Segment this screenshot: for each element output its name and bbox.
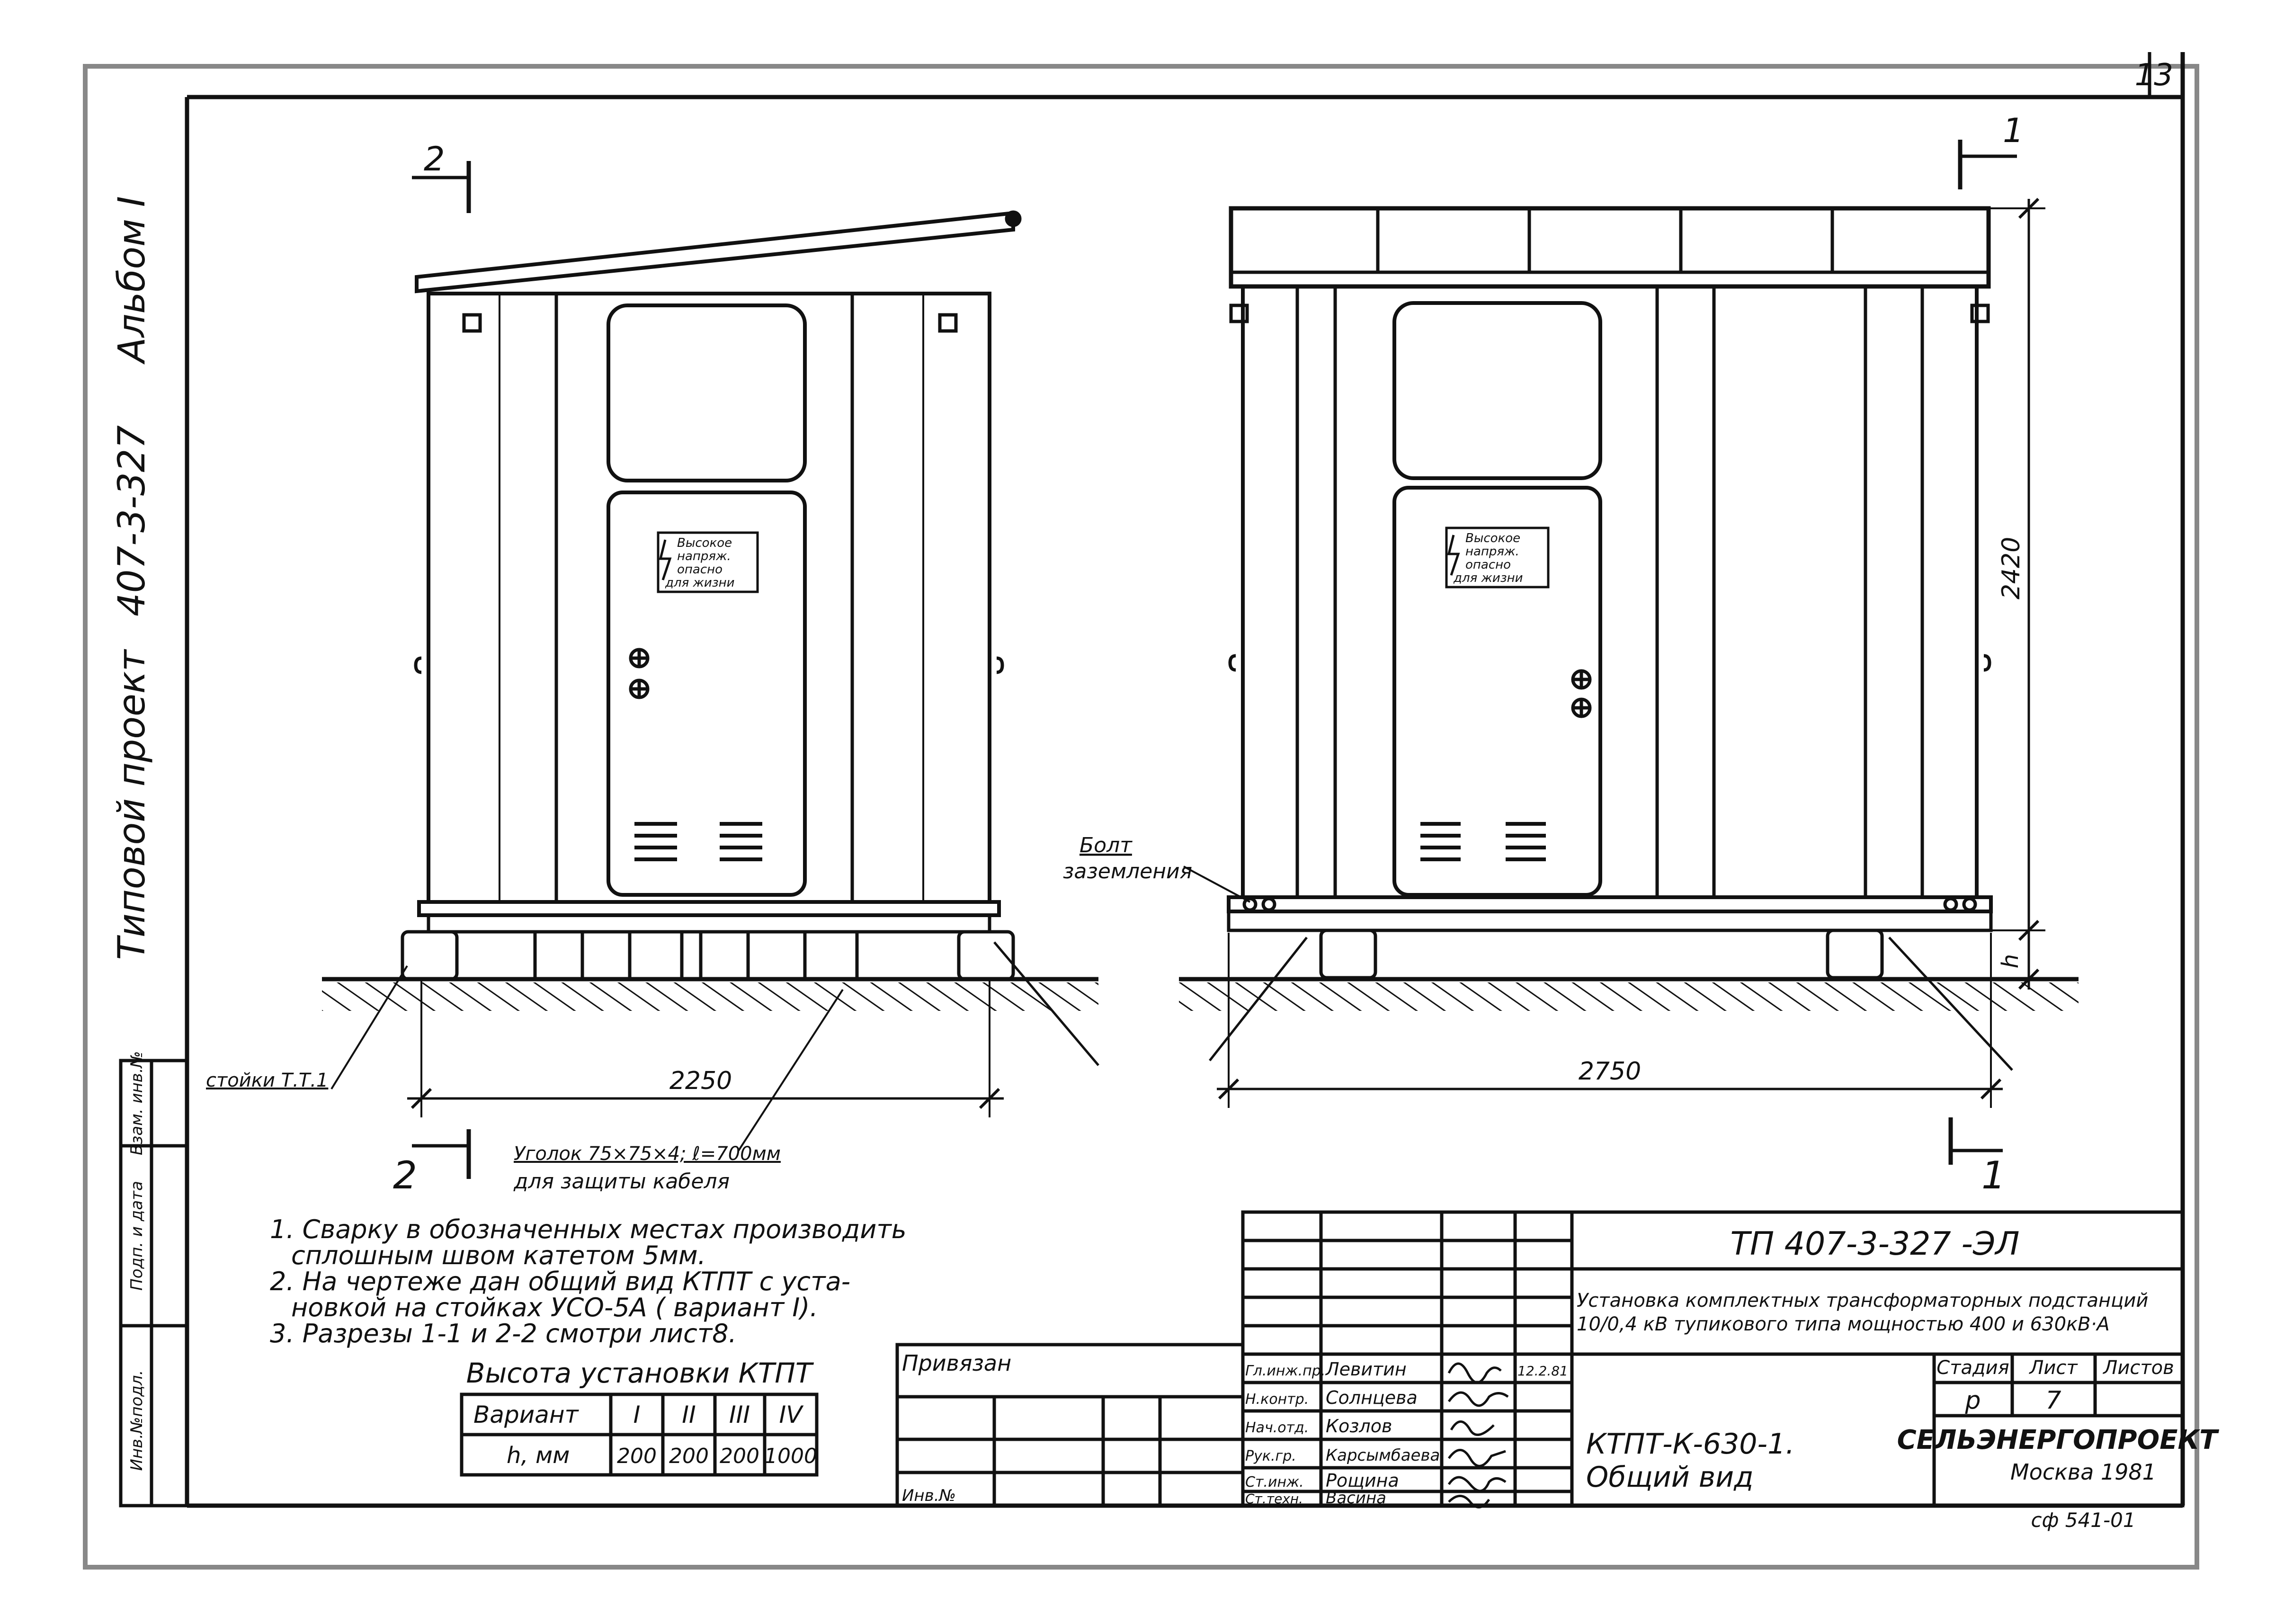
front-section-mark-top: 2 xyxy=(424,140,445,178)
height-table xyxy=(460,1392,819,1477)
front-warning-sign: Высокое напряж. опасно для жизни xyxy=(665,536,735,590)
signature-rows: Гл.инж.пр. Левитин Н.контр. Солнцева Нач… xyxy=(1245,1359,1440,1508)
height-table-cell: III xyxy=(729,1401,750,1428)
notes-block: 1. Сварку в обозначенных местах производ… xyxy=(270,1214,907,1348)
warning-line: Высокое xyxy=(677,536,732,550)
side-warning-sign: Высокое напряж. опасно для жизни xyxy=(1453,531,1523,585)
role-label: Ст.инж. xyxy=(1245,1474,1304,1490)
project-description-2: 10/0,4 кВ тупикового типа мощностью 400 … xyxy=(1577,1313,2110,1335)
organization-name: СЕЛЬЭНЕРГОПРОЕКТ xyxy=(1897,1425,2220,1455)
drawing-name-1: КТПТ-К-630-1. xyxy=(1586,1428,1794,1461)
height-table-cell: 200 xyxy=(720,1444,759,1468)
note-line: 2. На чертеже дан общий вид КТПТ с уста- xyxy=(270,1267,850,1296)
side-dim-h: h xyxy=(1997,954,2024,968)
note-line: сплошным швом катетом 5мм. xyxy=(291,1240,706,1270)
side-section-mark-top: 1 xyxy=(2003,111,2024,150)
warning-line: напряж. xyxy=(1465,544,1519,559)
person-name: Рощина xyxy=(1326,1470,1399,1491)
warning-line: опасно xyxy=(677,562,723,577)
role-label: Гл.инж.пр. xyxy=(1245,1363,1325,1379)
height-table-cell: IV xyxy=(779,1401,804,1428)
left-stamp xyxy=(119,1059,189,1508)
stamp-sign-date: Подп. и дата xyxy=(127,1181,146,1291)
front-callout-post: стойки Т.Т.1 xyxy=(206,1070,328,1091)
side-view xyxy=(1179,140,2079,1165)
warning-line: Высокое xyxy=(1465,531,1520,545)
person-name: Солнцева xyxy=(1326,1387,1418,1408)
front-section-mark-bottom: 2 xyxy=(393,1153,417,1197)
side-dim-width: 2750 xyxy=(1579,1057,1641,1086)
height-table-title: Высота установки КТПТ xyxy=(466,1357,814,1389)
signature-date: 12.2.81 xyxy=(1517,1363,1568,1379)
height-table-cell: II xyxy=(682,1401,696,1428)
stage-header: Стадия xyxy=(1936,1357,2009,1379)
front-view xyxy=(322,161,1099,1179)
height-table-cell: 200 xyxy=(669,1444,709,1468)
attached-label: Привязан xyxy=(902,1350,1011,1376)
sheet-value: 7 xyxy=(2045,1386,2061,1415)
side-dim-height: 2420 xyxy=(1997,537,2025,599)
sheet-header: Лист xyxy=(2028,1357,2078,1379)
role-label: Ст.техн. xyxy=(1245,1491,1303,1507)
project-code-label: 407-3-327 xyxy=(111,425,153,616)
front-dim-width: 2250 xyxy=(669,1067,732,1095)
role-label: Н.контр. xyxy=(1245,1391,1309,1408)
person-name: Карсымбаева xyxy=(1326,1446,1440,1465)
title-block xyxy=(895,1210,2185,1508)
drawing-name-2: Общий вид xyxy=(1586,1461,1754,1494)
stamp-inv-original: Инв.№подл. xyxy=(127,1370,146,1471)
city-year: Москва 1981 xyxy=(2010,1459,2156,1485)
document-code: ТП 407-3-327 -ЭЛ xyxy=(1731,1225,2020,1263)
note-line: 3. Разрезы 1-1 и 2-2 смотри лист8. xyxy=(270,1319,737,1348)
person-name: Левитин xyxy=(1325,1359,1407,1380)
person-name: Козлов xyxy=(1326,1416,1392,1437)
side-callout-bolt-1: Болт xyxy=(1080,833,1133,857)
height-table-cell: 1000 xyxy=(764,1444,817,1468)
stage-value: р xyxy=(1964,1386,1981,1415)
note-line: 1. Сварку в обозначенных местах производ… xyxy=(270,1214,907,1244)
role-label: Рук.гр. xyxy=(1245,1448,1296,1464)
front-lightning-icon xyxy=(659,539,672,580)
height-table-cell: I xyxy=(633,1401,641,1428)
warning-line: напряж. xyxy=(677,549,731,563)
note-line: новкой на стойках УСО-5А ( вариант I). xyxy=(291,1293,818,1322)
album-label: Альбом I xyxy=(111,196,153,365)
stamp-code: сф 541-01 xyxy=(2031,1508,2135,1532)
height-table-row2-label: h, мм xyxy=(507,1442,570,1469)
role-label: Нач.отд. xyxy=(1245,1419,1309,1436)
warning-line: для жизни xyxy=(665,576,735,590)
margin-labels: Альбом I 407-3-327 Типовой проект xyxy=(111,196,153,960)
side-lightning-icon xyxy=(1447,535,1460,576)
stamp-replace-inv: Взам. инв.№ xyxy=(127,1051,146,1155)
sheets-header: Листов xyxy=(2102,1357,2174,1379)
front-angle-note-2: для защиты кабеля xyxy=(513,1169,730,1194)
height-table-row1-label: Вариант xyxy=(473,1401,580,1428)
side-callout-bolt-2: заземления xyxy=(1063,859,1192,883)
warning-line: опасно xyxy=(1465,558,1511,572)
sheet-number: 13 xyxy=(2135,58,2173,93)
signature-scribbles xyxy=(1447,1362,1509,1508)
person-name: Васина xyxy=(1326,1489,1386,1508)
warning-line: для жизни xyxy=(1453,571,1523,585)
project-description-1: Установка комплектных трансформаторных п… xyxy=(1577,1290,2148,1312)
project-type-label: Типовой проект xyxy=(111,649,153,960)
side-section-mark-bottom: 1 xyxy=(1981,1153,2006,1197)
front-angle-note-1: Уголок 75×75×4; ℓ=700мм xyxy=(514,1143,781,1165)
height-table-cell: 200 xyxy=(617,1444,657,1468)
inv-no-label: Инв.№ xyxy=(902,1486,956,1505)
